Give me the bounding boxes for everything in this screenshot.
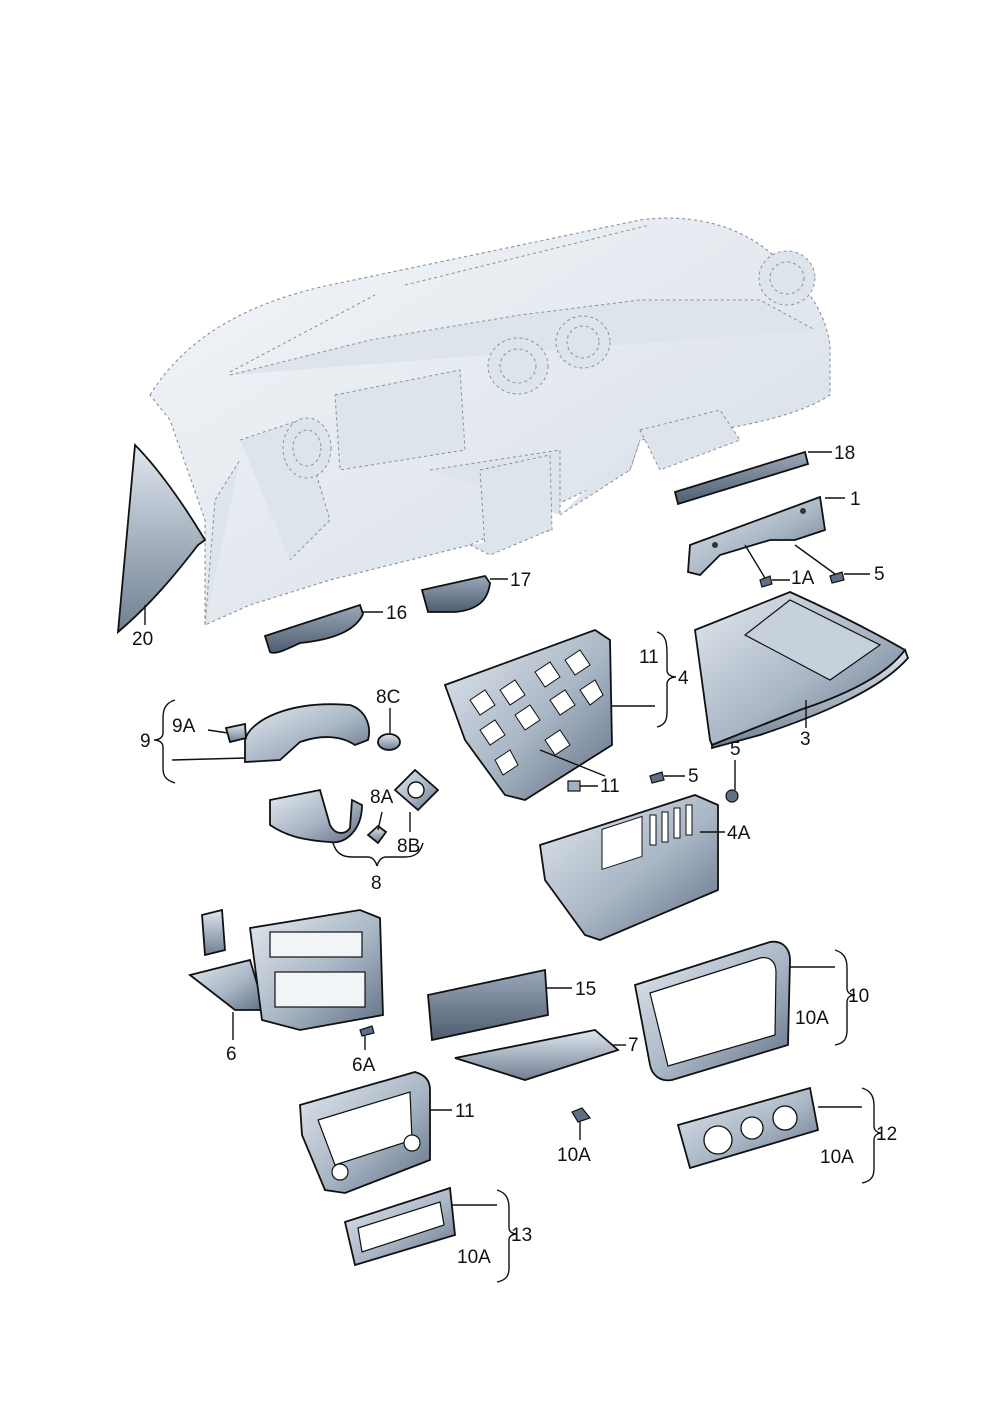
part-9A-clip [224, 722, 247, 744]
brace-10 [834, 949, 856, 1046]
label-8B: 8B [397, 836, 420, 857]
label-9: 9 [140, 731, 151, 752]
nut-11 [567, 780, 581, 792]
label-1A: 1A [791, 568, 815, 589]
part-11-bezel [299, 1071, 431, 1194]
part-13-trim [343, 1186, 456, 1267]
label-10A-center: 10A [557, 1145, 591, 1166]
part-16-trim [263, 603, 364, 654]
label-1: 1 [850, 489, 861, 510]
label-7: 7 [628, 1035, 639, 1056]
clip-10A [571, 1107, 592, 1123]
part-17-trim [420, 574, 491, 613]
brace-12 [861, 1087, 883, 1184]
label-18: 18 [834, 443, 855, 464]
label-4A: 4A [727, 823, 751, 844]
label-6: 6 [226, 1044, 237, 1065]
label-13: 13 [511, 1225, 532, 1246]
part-8C-cap [377, 733, 401, 751]
part-1-bracket [687, 495, 827, 576]
label-11-mid: 11 [600, 776, 620, 797]
brace-9 [153, 699, 176, 784]
screw-5-top [829, 571, 845, 584]
screw-5-mid [649, 771, 665, 784]
label-6A: 6A [352, 1055, 376, 1076]
label-17: 17 [510, 570, 531, 591]
label-11-top: 11 [639, 647, 659, 668]
brace-4 [656, 631, 677, 728]
leader-lines [144, 451, 870, 1206]
part-6-console-tray [187, 908, 384, 1031]
callout-labels: 18 1 1A 5 17 16 20 11 4 3 8C 9A 9 5 5 11… [132, 443, 897, 1268]
label-9A: 9A [172, 716, 196, 737]
part-8-lower-shroud [269, 788, 363, 844]
label-11-bottom: 11 [455, 1101, 475, 1122]
label-10A-panel: 10A [820, 1147, 854, 1168]
label-8: 8 [371, 873, 382, 894]
screw-1A [759, 575, 773, 588]
nut-5-right [725, 789, 739, 803]
brace-8 [332, 842, 424, 867]
label-8A: 8A [370, 787, 394, 808]
part-6A-screw [359, 1025, 375, 1037]
label-20: 20 [132, 629, 153, 650]
label-10A-right: 10A [795, 1008, 829, 1029]
label-5-mid: 5 [688, 766, 699, 787]
part-4-support-frame [443, 628, 613, 801]
part-3-glovebox [694, 591, 910, 750]
label-10A-bottom: 10A [457, 1247, 491, 1268]
part-12-control-panel [676, 1086, 820, 1170]
brace-13 [496, 1189, 518, 1283]
label-3: 3 [800, 729, 811, 750]
part-18-trim-strip [673, 450, 810, 506]
label-10: 10 [848, 986, 869, 1007]
label-16: 16 [386, 603, 407, 624]
braces [153, 631, 883, 1283]
part-10-trim-frame [633, 940, 791, 1082]
part-8A-clip [366, 824, 388, 845]
label-5-top: 5 [874, 564, 885, 585]
part-4A-lower-frame [539, 794, 719, 941]
part-20-side-trim [116, 443, 207, 635]
label-4: 4 [678, 668, 689, 689]
label-5-right: 5 [730, 739, 741, 760]
label-12: 12 [876, 1124, 897, 1145]
dashboard-ghost [149, 217, 831, 626]
part-8B-ring [393, 768, 440, 812]
label-15: 15 [575, 979, 596, 1000]
label-8C: 8C [376, 687, 400, 708]
part-7-mat [454, 1029, 620, 1081]
part-15-panel [427, 968, 549, 1042]
part-9-column-cover [244, 703, 370, 763]
